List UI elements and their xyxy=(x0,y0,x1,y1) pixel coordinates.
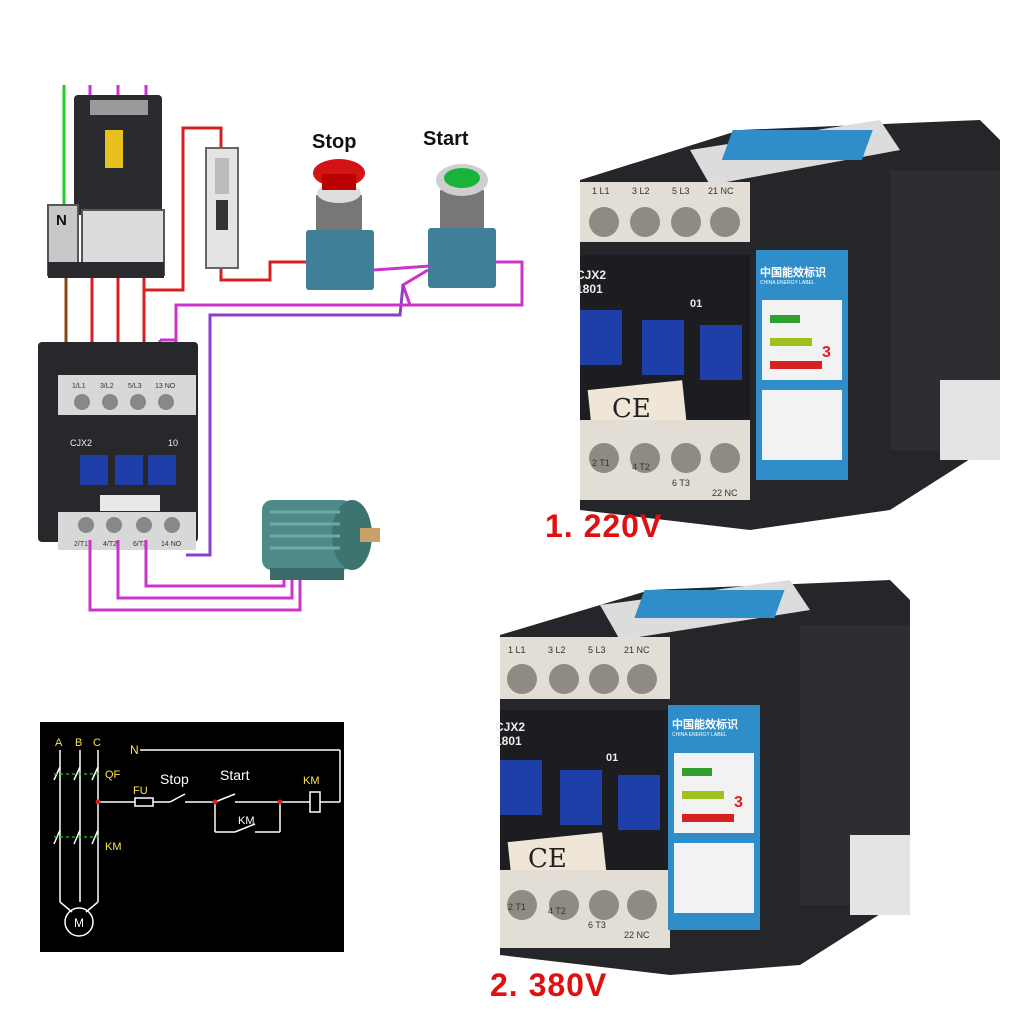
small-terminal-bottom-1: 2/T1 xyxy=(74,541,88,548)
fuse-holder xyxy=(205,147,239,269)
product-1-terminal-bottom-1: 2 T1 xyxy=(592,458,610,468)
contactor-product-2 xyxy=(500,580,910,975)
small-terminal-top-1: 1/L1 xyxy=(72,383,86,390)
product-2-ce-mark: CE xyxy=(528,844,567,874)
small-terminal-bottom-4: 14 NO xyxy=(161,541,182,548)
product-1-terminal-top-4: 21 NC xyxy=(708,186,734,196)
small-contactor-model: CJX2 xyxy=(70,438,92,448)
product-2-terminal-bottom-4: 22 NC xyxy=(624,930,650,940)
breaker-neutral-label: N xyxy=(56,212,67,229)
product-2-terminal-bottom-1: 2 T1 xyxy=(508,902,526,912)
product-1-terminal-bottom-3: 6 T3 xyxy=(672,478,690,488)
product-1-terminal-top-3: 5 L3 xyxy=(672,186,690,196)
schematic-drawing: A B C N QF FU Stop Start KM KM KM M xyxy=(53,737,341,937)
product-2-terminal-top-1: 1 L1 xyxy=(508,645,526,655)
product-1-terminal-bottom-4: 22 NC xyxy=(712,488,738,498)
schem-qf: QF xyxy=(105,769,121,781)
product-2-terminal-bottom-3: 6 T3 xyxy=(588,920,606,930)
stop-button-device xyxy=(306,159,374,290)
wiring-diagram: N Stop Start xyxy=(38,85,524,612)
schem-fu: FU xyxy=(133,785,148,797)
stop-label: Stop xyxy=(312,131,356,153)
product-1-energy-grade: 3 xyxy=(822,344,831,361)
product-1-caption: 1. 220V xyxy=(545,508,663,544)
product-1-contact-tag: 01 xyxy=(690,298,703,310)
schem-aux-km: KM xyxy=(238,815,255,827)
schem-phase-c: C xyxy=(93,737,101,749)
product-2-energy-title: 中国能效标识 xyxy=(672,719,738,731)
schem-motor: M xyxy=(74,916,84,930)
product-2-terminal-top-3: 5 L3 xyxy=(588,645,606,655)
product-2-terminal-bottom-2: 4 T2 xyxy=(548,906,566,916)
start-label: Start xyxy=(423,128,469,150)
schem-main-km: KM xyxy=(105,841,122,853)
product-2-energy-sub: CHINA ENERGY LABEL xyxy=(672,732,727,738)
product-2-model-line1: CJX2 xyxy=(495,720,526,734)
product-2-terminal-top-2: 3 L2 xyxy=(548,645,566,655)
small-terminal-top-3: 5/L3 xyxy=(128,383,142,390)
product-2-caption: 2. 380V xyxy=(490,967,608,1003)
schem-neutral: N xyxy=(130,743,139,757)
product-2-contact-tag: 01 xyxy=(606,752,619,764)
small-terminal-bottom-2: 4/T2 xyxy=(103,541,117,548)
small-terminal-bottom-3: 6/T3 xyxy=(133,541,147,548)
schematic-panel: A B C N QF FU Stop Start KM KM KM M xyxy=(40,722,344,952)
schem-stop: Stop xyxy=(160,771,189,787)
product-1-terminal-top-1: 1 L1 xyxy=(592,186,610,196)
schem-start: Start xyxy=(220,767,250,783)
small-terminal-top-2: 3/L2 xyxy=(100,383,114,390)
small-contactor-no: 10 xyxy=(168,438,178,448)
motor xyxy=(262,500,380,580)
schem-phase-a: A xyxy=(55,737,63,749)
contactor-product-1 xyxy=(580,120,1000,530)
product-1-terminal-top-2: 3 L2 xyxy=(632,186,650,196)
schem-phase-b: B xyxy=(75,737,82,749)
product-1-model-line1: CJX2 xyxy=(576,268,607,282)
product-1-terminal-bottom-2: 4 T2 xyxy=(632,462,650,472)
circuit-breaker xyxy=(47,95,165,278)
product-1-ce-mark: CE xyxy=(612,394,651,424)
contactor-small xyxy=(38,342,198,550)
start-button-device xyxy=(428,164,496,288)
schem-coil-km: KM xyxy=(303,775,320,787)
product-1-model-line2: 1801 xyxy=(576,282,603,296)
small-terminal-top-4: 13 NO xyxy=(155,383,176,390)
product-1-energy-sub: CHINA ENERGY LABEL xyxy=(760,280,815,286)
product-2-terminal-top-4: 21 NC xyxy=(624,645,650,655)
product-2-model-line2: 1801 xyxy=(495,734,522,748)
product-2-energy-grade: 3 xyxy=(734,794,743,811)
product-1-energy-title: 中国能效标识 xyxy=(760,267,826,279)
